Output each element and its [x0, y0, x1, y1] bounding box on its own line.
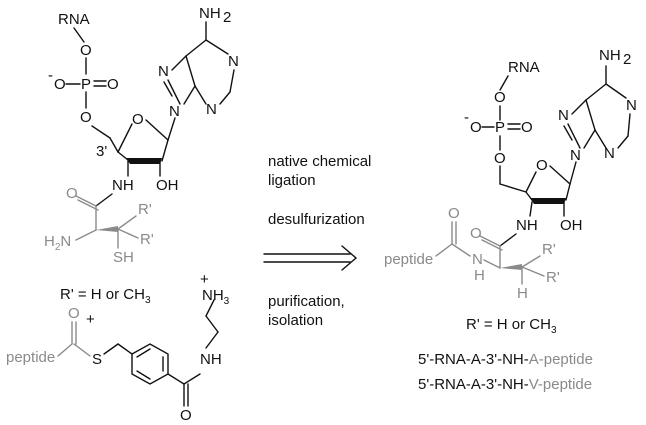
thioester-nh3: NH3: [202, 287, 230, 307]
product-peptide: peptide: [384, 251, 433, 268]
left-carbonyl-o: O: [66, 185, 78, 202]
product-carbonyl-o: O: [470, 225, 482, 242]
left-o-top: O: [80, 42, 92, 59]
thioester-nh: NH: [200, 351, 222, 368]
product-adenine-n7: N: [558, 107, 569, 124]
left-adenine-n3: N: [206, 101, 217, 118]
left-molecule: RNA O - O P O O O 3' NH OH N N: [44, 5, 239, 328]
reaction-conditions: native chemical ligation desulfurization…: [263, 153, 371, 329]
step1-line1: native chemical: [268, 153, 371, 170]
left-adenine-n9: N: [169, 103, 180, 120]
reaction-arrow: [263, 245, 358, 271]
product-phosphate-minus: -: [464, 109, 469, 126]
step3-line1: purification,: [268, 293, 345, 310]
left-r1: R': [138, 201, 152, 218]
left-ribose-o: O: [132, 111, 144, 128]
left-rna-label: RNA: [58, 11, 90, 28]
thioester-amide-o: O: [180, 407, 192, 424]
product-phosphate-p: P: [495, 119, 505, 136]
step2-label: desulfurization: [268, 211, 365, 228]
product-oh: OH: [560, 217, 583, 234]
left-sh: SH: [113, 249, 134, 266]
product-amine-sub: 2: [623, 51, 631, 68]
product-adenine-n3: N: [604, 145, 615, 162]
left-label-3prime: 3': [96, 143, 107, 160]
step1-line2: ligation: [268, 172, 316, 189]
thioester-s: S: [92, 351, 102, 368]
product-r2: R': [546, 269, 560, 286]
product-ribose-o: O: [536, 157, 548, 174]
product-amine: NH: [599, 47, 621, 64]
left-nh: NH: [112, 177, 134, 194]
left-plus: +: [86, 311, 95, 328]
left-h2n-h: H2N: [44, 233, 71, 253]
left-phosphate-minus: -: [48, 67, 53, 84]
left-adenine-n7: N: [158, 63, 169, 80]
product-sequence-1: 5'-RNA-A-3'-NH-A-peptide: [418, 351, 593, 368]
left-adenine-n1: N: [228, 53, 239, 70]
product-o-bridge: O: [494, 150, 506, 167]
left-r-definition: R' = H or CH3: [60, 286, 151, 306]
product-h: H: [517, 285, 528, 302]
product-r-definition: R' = H or CH3: [466, 316, 557, 336]
product-nh: NH: [516, 217, 538, 234]
left-phosphate-p: P: [81, 76, 91, 93]
left-r2: R': [140, 231, 154, 248]
product-sequence-2: 5'-RNA-A-3'-NH-V-peptide: [418, 376, 592, 393]
left-phosphate-eq-o: O: [107, 76, 119, 93]
product-phosphate-o: O: [470, 119, 482, 136]
product-adenine-n9: N: [570, 147, 581, 164]
left-phosphate-o: O: [54, 76, 66, 93]
product-rna-label: RNA: [508, 59, 540, 76]
left-o-bridge: O: [80, 109, 92, 126]
product-r1: R': [542, 241, 556, 258]
thioester-carbonyl-o: O: [68, 305, 80, 322]
thioester-peptide: peptide: [6, 349, 55, 366]
product-molecule: RNA O - O P O O O NH OH N N: [384, 47, 637, 393]
product-o-top: O: [494, 89, 506, 106]
left-amine-sub: 2: [223, 9, 231, 26]
product-n: N: [472, 251, 483, 268]
left-oh: OH: [156, 177, 179, 194]
thioester-nh3-plus: +: [200, 271, 209, 288]
left-amine: NH: [199, 5, 221, 22]
product-phosphate-eq-o: O: [521, 119, 533, 136]
product-nh-h: H: [474, 267, 485, 284]
thioester-molecule: peptide O S O NH NH3 +: [6, 271, 230, 424]
product-adenine-n1: N: [626, 97, 637, 114]
step3-line2: isolation: [268, 312, 323, 329]
product-carbonyl-o2: O: [448, 205, 460, 222]
